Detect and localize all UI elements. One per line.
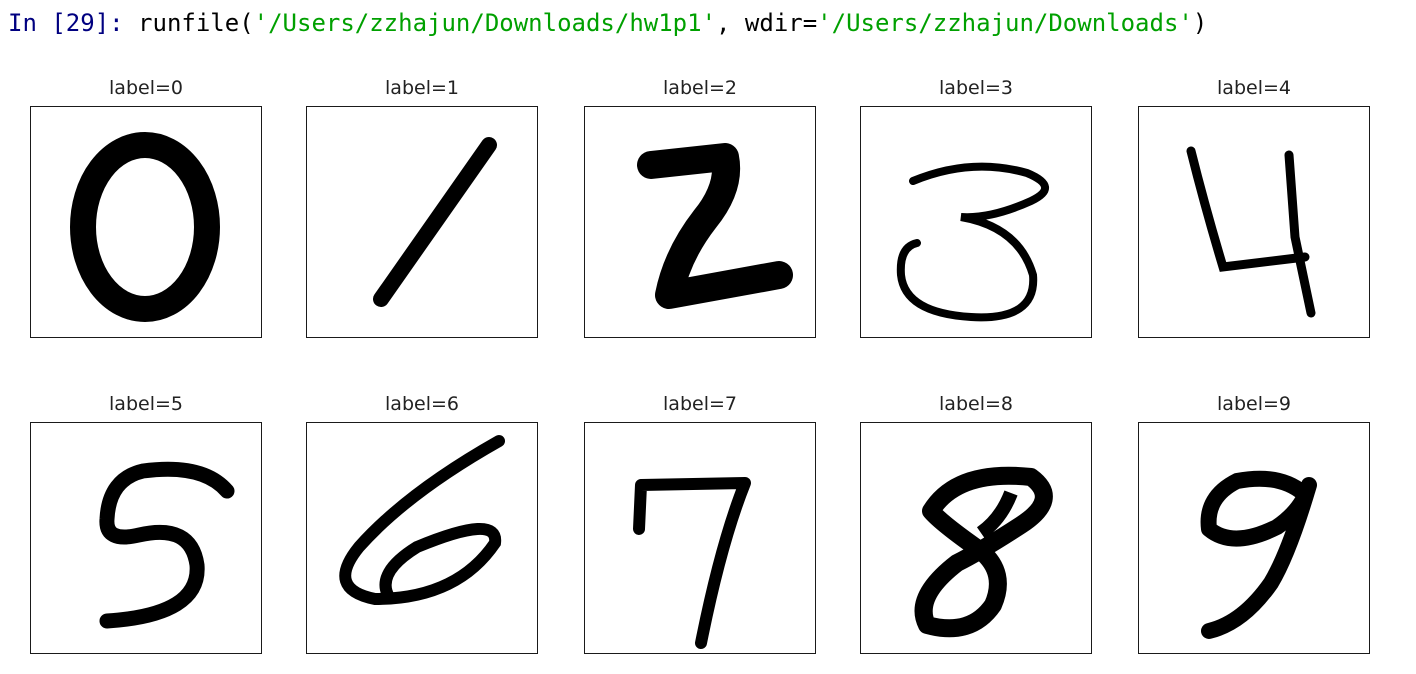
digit-image-9 [1138,422,1370,654]
digit-image-2 [584,106,816,338]
panel-title-9: label=9 [1217,393,1291,415]
code-wdir-keyword: , wdir= [716,9,818,37]
panel-title-8: label=8 [939,393,1013,415]
digit-image-5 [30,422,262,654]
panel-title-0: label=0 [109,77,183,99]
digit-image-0 [30,106,262,338]
code-runfile-call: runfile( [123,9,254,37]
panel-title-4: label=4 [1217,77,1291,99]
console-prompt: In [29]: [8,9,124,37]
panel-title-7: label=7 [663,393,737,415]
code-path-argument: '/Users/zzhajun/Downloads/hw1p1' [253,9,717,37]
digit-image-1 [306,106,538,338]
panel-title-5: label=5 [109,393,183,415]
code-closing-paren: ) [1192,9,1208,37]
panel-title-2: label=2 [663,77,737,99]
digit-image-8 [860,422,1092,654]
digit-image-6 [306,422,538,654]
digit-image-3 [860,106,1092,338]
panel-title-6: label=6 [385,393,459,415]
panel-title-1: label=1 [385,77,459,99]
digit-image-7 [584,422,816,654]
console-command-line: In [29]: runfile('/Users/zzhajun/Downloa… [8,6,1207,40]
panel-title-3: label=3 [939,77,1013,99]
digit-image-4 [1138,106,1370,338]
code-wdir-argument: '/Users/zzhajun/Downloads' [817,9,1193,37]
